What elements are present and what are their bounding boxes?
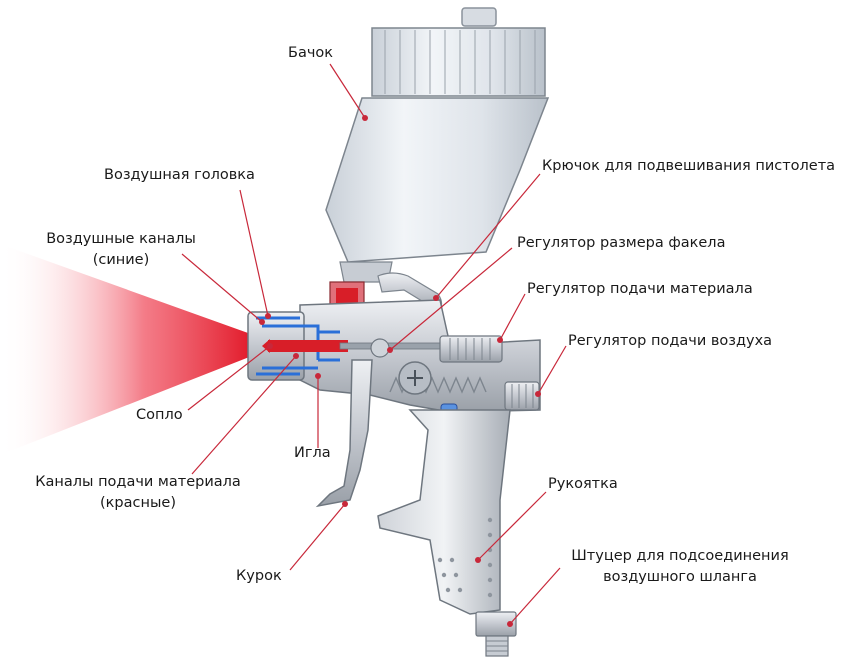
trigger [315, 359, 373, 508]
label-fan-regulator: Регулятор размера факела [517, 235, 726, 251]
label-material-channels: Каналы подачи материала (красные) [28, 472, 248, 514]
label-hook: Крючок для подвешивания пистолета [542, 158, 836, 174]
label-tank: Бачок [288, 45, 334, 61]
leader-dots [259, 115, 541, 627]
spray-cone [0, 244, 262, 455]
label-air-channels: Воздушные каналы (синие) [40, 229, 202, 271]
hose-fitting [475, 611, 517, 657]
label-fitting-line1: Штуцер для подсоединения [571, 548, 789, 564]
label-material-channels-line1: Каналы подачи материала [35, 474, 241, 490]
label-material-channels-line2: (красные) [100, 495, 176, 511]
label-air-channels-line1: Воздушные каналы [46, 231, 196, 247]
label-trigger: Курок [236, 568, 282, 584]
label-fitting-line2: воздушного шланга [603, 569, 757, 585]
label-material-regulator: Регулятор подачи материала [527, 281, 753, 297]
label-fitting: Штуцер для подсоединения воздушного шлан… [552, 546, 808, 588]
paint-cup [325, 7, 550, 283]
label-nozzle: Сопло [136, 407, 183, 423]
label-air-channels-line2: (синие) [92, 252, 150, 268]
label-air-regulator: Регулятор подачи воздуха [568, 333, 773, 349]
leader-lines [181, 63, 567, 625]
handle [377, 409, 511, 615]
label-handle: Рукоятка [548, 476, 618, 492]
label-needle: Игла [294, 445, 331, 461]
label-air-head: Воздушная головка [104, 167, 255, 183]
